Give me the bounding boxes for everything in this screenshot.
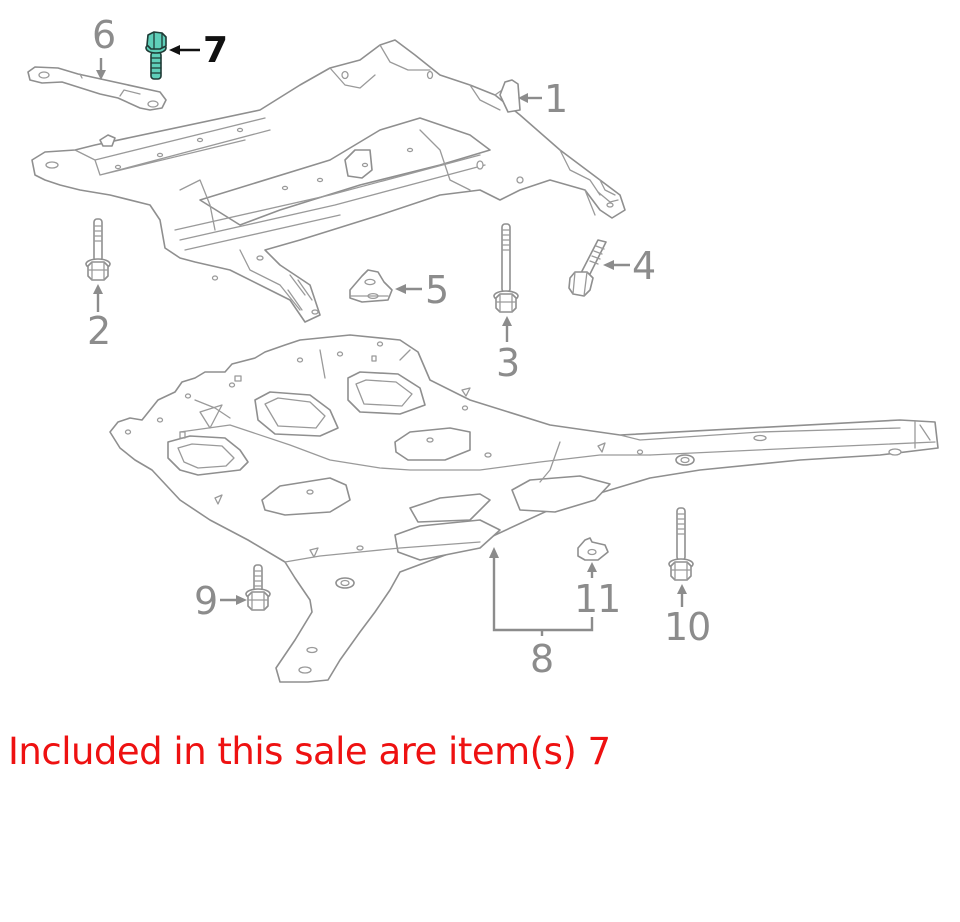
callout-3: 3 [496,341,520,385]
bolt-part-4 [568,239,607,297]
callout-5: 5 [425,268,449,312]
bolt-part-2 [85,218,111,281]
bolt-part-10 [668,507,694,581]
parts-diagram: 6 7 1 2 3 4 5 8 9 10 11 [27,13,939,683]
callout-9: 9 [194,579,218,623]
bolt-part-9 [245,564,271,611]
leader-lines [93,45,687,636]
brace-part-6 [27,66,167,111]
callout-4: 4 [632,244,656,288]
nut-plate-part-5 [349,269,393,303]
crossmember-part-1 [31,39,626,323]
clip-nut-part-11 [577,537,609,561]
bolt-part-7-highlighted [145,31,167,80]
callout-10: 10 [664,605,711,649]
callout-2: 2 [87,309,111,353]
callout-1: 1 [544,77,568,121]
sale-note: Included in this sale are item(s) 7 [8,730,611,773]
callout-11: 11 [574,577,621,621]
callout-6: 6 [92,13,116,57]
callout-7: 7 [203,30,228,71]
skid-plate-part-8 [109,334,939,683]
parts-diagram-drawing [27,31,939,683]
callout-8: 8 [530,637,554,681]
bolt-part-3 [493,223,519,313]
